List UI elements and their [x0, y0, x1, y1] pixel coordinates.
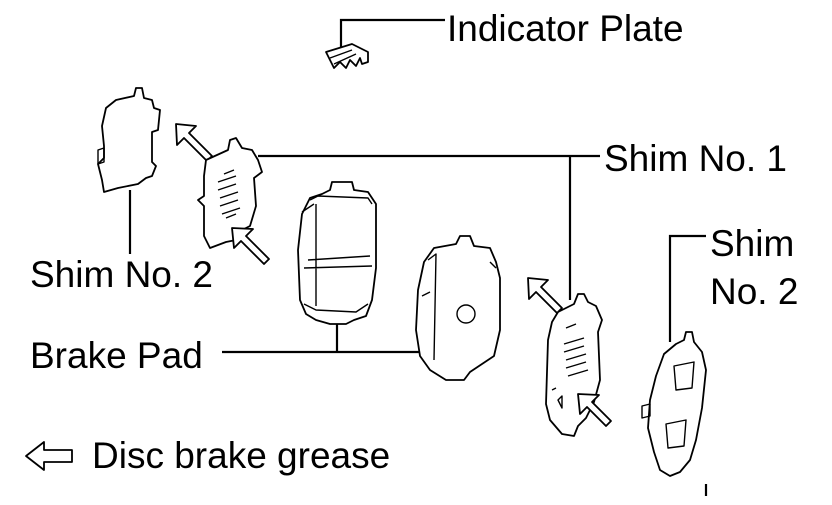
- grease-arrow-lower-left-icon: [231, 227, 270, 265]
- shim-no2-right-label-line2: No. 2: [710, 271, 799, 312]
- brake-pad-outer-part: [415, 235, 501, 381]
- indicator-plate-part: [325, 43, 369, 69]
- indicator-plate-leader: [339, 18, 445, 48]
- shim-no2-right-leader: [668, 234, 706, 342]
- indicator-plate-label: Indicator Plate: [447, 8, 684, 49]
- brake-pad-inner-part: [297, 181, 377, 325]
- grease-arrow-upper-left-icon: [175, 123, 213, 162]
- hollow-arrow-left-icon: [25, 441, 73, 471]
- shim-no1-left-part: [197, 137, 263, 249]
- shim-no2-left-part: [97, 87, 161, 193]
- brake-pad-leader: [222, 324, 420, 354]
- shim-no2-right-part: [641, 331, 707, 477]
- shim-no1-leader: [258, 154, 600, 300]
- shim-no1-label: Shim No. 1: [604, 138, 788, 179]
- shim-no2-right-label-line1: Shim: [710, 223, 795, 264]
- grease-arrow-lower-right-icon: [577, 393, 612, 427]
- shim-no2-left-label: Shim No. 2: [30, 254, 214, 295]
- grease-arrow-upper-right-icon: [527, 277, 563, 314]
- brake-pad-label: Brake Pad: [30, 335, 203, 376]
- legend-text: Disc brake grease: [92, 435, 391, 476]
